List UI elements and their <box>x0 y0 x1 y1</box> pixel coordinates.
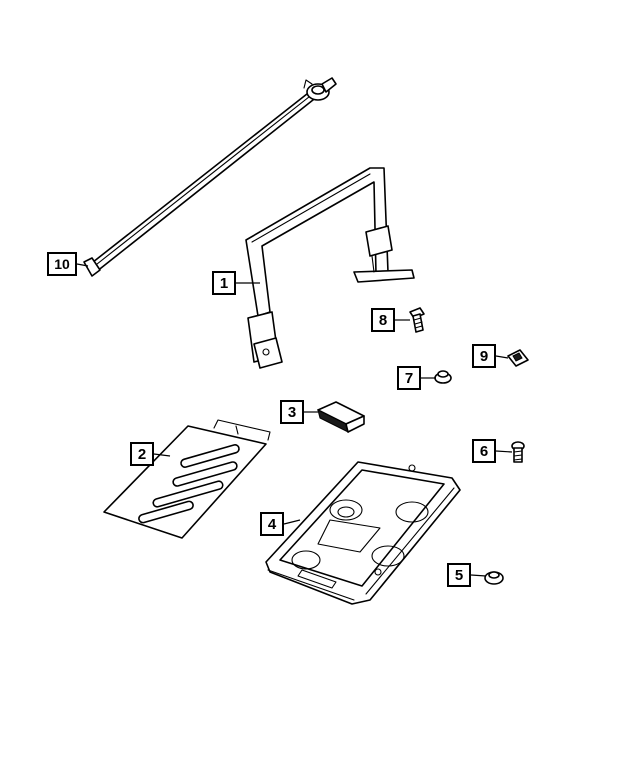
callout-5: 5 <box>447 563 471 587</box>
clip-nut-9 <box>507 349 529 367</box>
callout-9: 9 <box>472 344 496 368</box>
bolt-8 <box>409 307 425 333</box>
callout-2: 2 <box>130 442 154 466</box>
callout-7: 7 <box>397 366 421 390</box>
callout-6: 6 <box>472 439 496 463</box>
callout-3: 3 <box>280 400 304 424</box>
callout-8: 8 <box>371 308 395 332</box>
battery-insulator-pad <box>103 419 271 539</box>
nut-5 <box>484 571 504 585</box>
bolt-6 <box>511 441 525 463</box>
flange-nut-7 <box>434 370 452 384</box>
callout-10: 10 <box>47 252 77 276</box>
hold-down-rod <box>83 77 337 277</box>
battery-tray <box>265 461 461 605</box>
battery-strap <box>245 167 415 369</box>
callout-4: 4 <box>260 512 284 536</box>
leader-lines <box>76 263 513 577</box>
callout-1: 1 <box>212 271 236 295</box>
sensor-3 <box>317 401 365 433</box>
